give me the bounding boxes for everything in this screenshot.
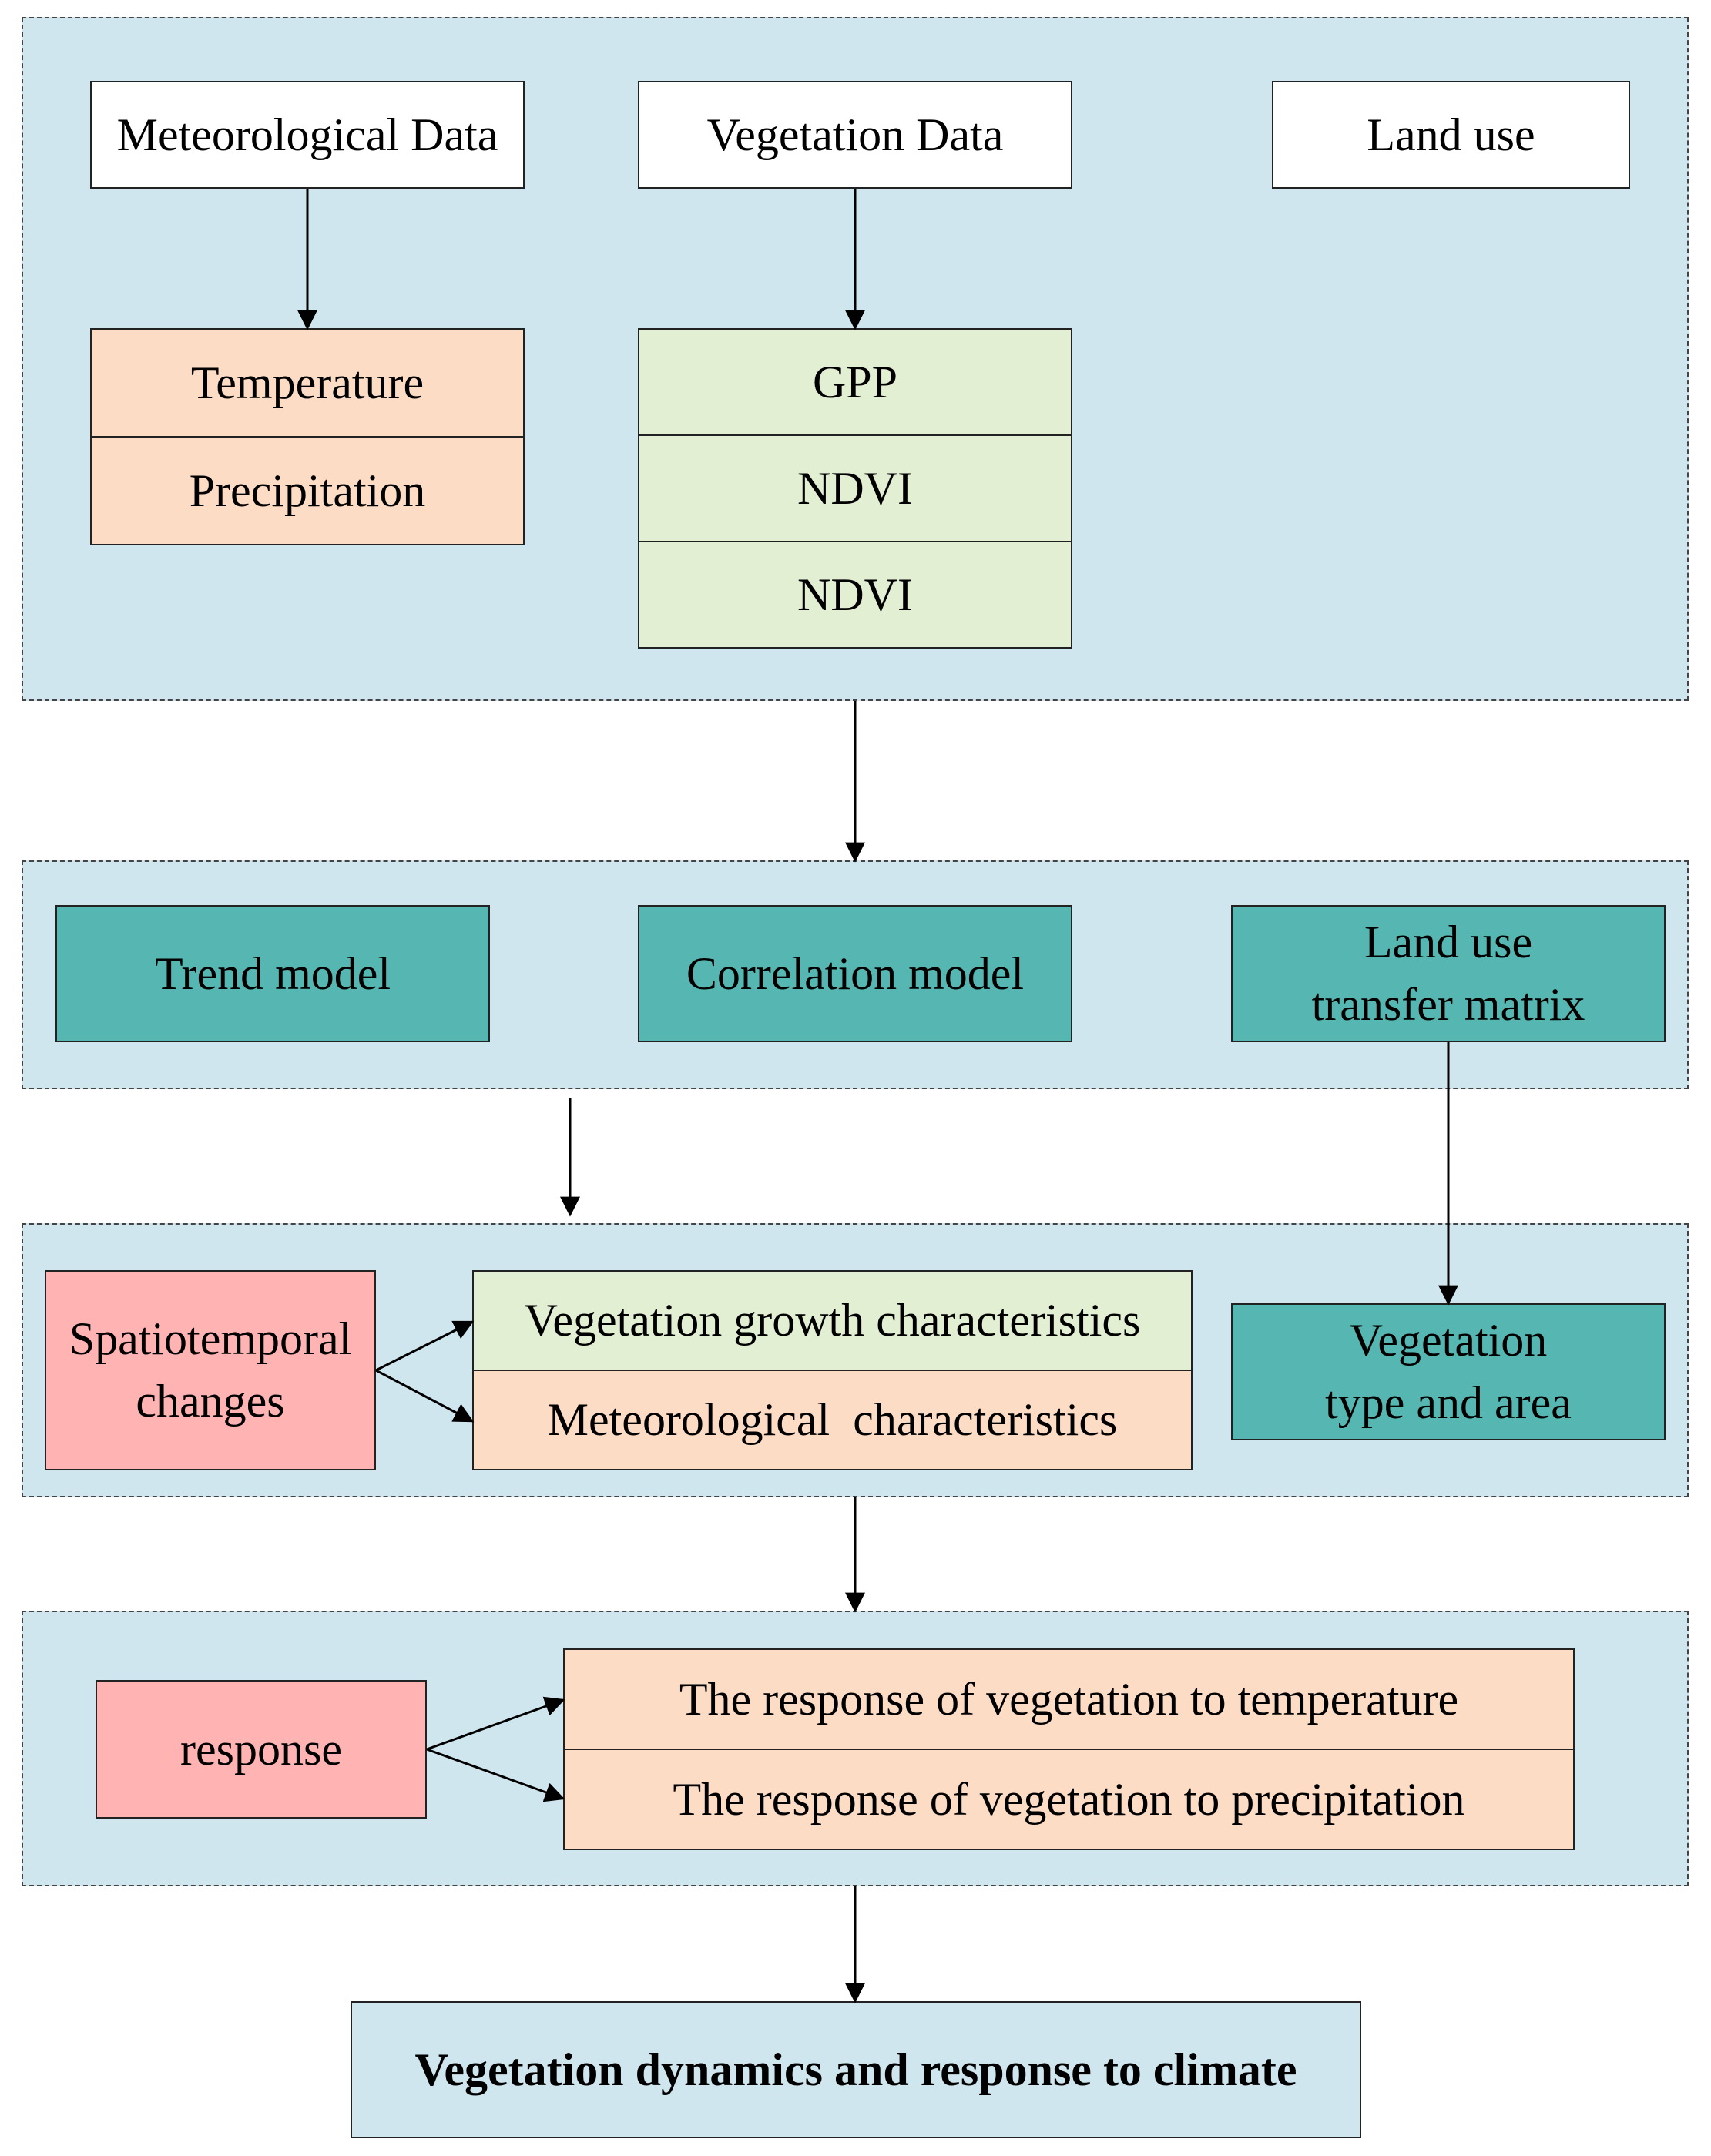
meteorological-variables-stack: Temperature Precipitation bbox=[90, 328, 525, 545]
land-use-transfer-matrix-box: Land use transfer matrix bbox=[1231, 905, 1666, 1042]
meteorological-data-box: Meteorological Data bbox=[90, 81, 525, 189]
response-box: response bbox=[96, 1680, 427, 1819]
vegetation-type-and-area-box: Vegetation type and area bbox=[1231, 1303, 1666, 1440]
response-to-temperature-cell: The response of vegetation to temperatur… bbox=[679, 1673, 1459, 1725]
vegetation-data-box: Vegetation Data bbox=[638, 81, 1072, 189]
precipitation-cell: Precipitation bbox=[92, 436, 523, 544]
vegetation-growth-characteristics-cell: Vegetation growth characteristics bbox=[474, 1272, 1191, 1370]
land-use-box: Land use bbox=[1272, 81, 1630, 189]
correlation-model-box: Correlation model bbox=[638, 905, 1072, 1042]
spatiotemporal-changes-box: Spatiotemporal changes bbox=[45, 1270, 376, 1470]
ndvi-cell: NDVI bbox=[639, 434, 1071, 541]
conclusion-box: Vegetation dynamics and response to clim… bbox=[351, 2001, 1361, 2138]
ndvi-cell-2: NDVI bbox=[639, 541, 1071, 647]
responses-stack: The response of vegetation to temperatur… bbox=[563, 1648, 1575, 1850]
meteorological-characteristics-cell: Meteorological characteristics bbox=[474, 1370, 1191, 1469]
gpp-cell: GPP bbox=[812, 356, 898, 407]
characteristics-stack: Vegetation growth characteristics Meteor… bbox=[472, 1270, 1193, 1470]
vegetation-indices-stack: GPP NDVI NDVI bbox=[638, 328, 1072, 649]
temperature-cell: Temperature bbox=[190, 357, 424, 408]
response-to-precipitation-cell: The response of vegetation to precipitat… bbox=[565, 1749, 1573, 1849]
trend-model-box: Trend model bbox=[55, 905, 490, 1042]
